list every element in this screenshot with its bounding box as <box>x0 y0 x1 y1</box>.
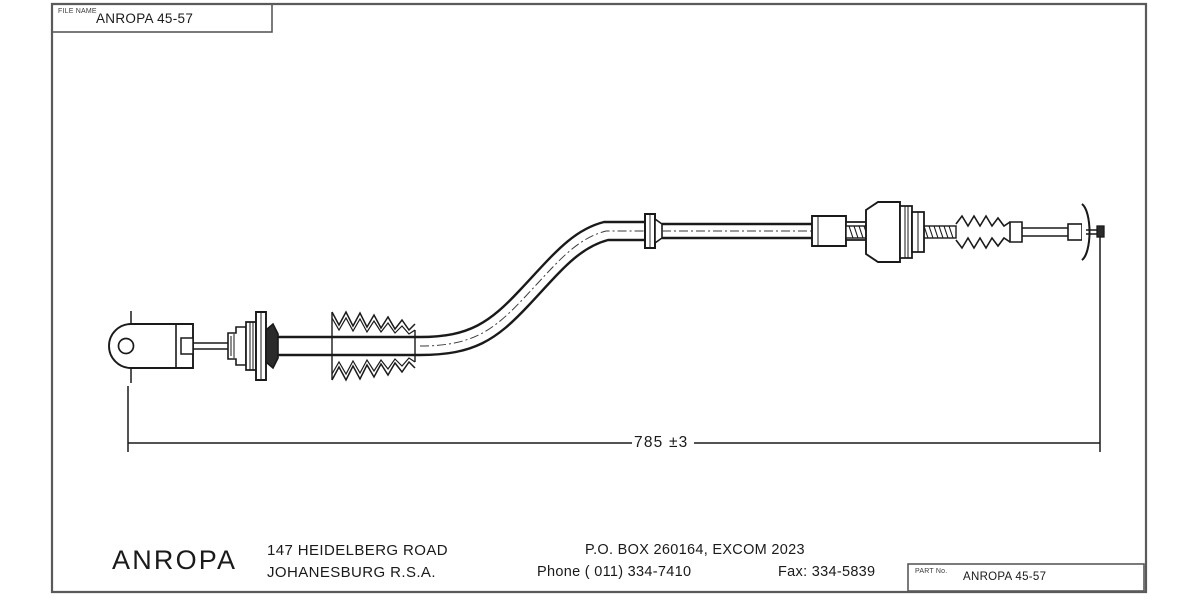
conical-spring-guard-left <box>331 310 416 382</box>
left-threaded-fitting-assembly <box>227 311 279 381</box>
overall-length-dimension-text: 785 ±3 <box>634 434 689 451</box>
right-bellows-boot <box>955 214 1023 250</box>
company-address-line2: JOHANESBURG R.S.A. <box>267 564 436 581</box>
left-inner-wire <box>193 342 228 350</box>
outer-conduit-s-curve <box>419 220 648 357</box>
part-no-value: ANROPA 45-57 <box>963 571 1047 583</box>
part-no-title-box <box>907 563 1145 592</box>
company-phone: Phone ( 011) 334-7410 <box>537 564 692 580</box>
company-address-line1: 147 HEIDELBERG ROAD <box>267 542 448 559</box>
file-name-label: FILE NAME <box>58 8 97 15</box>
company-fax: Fax: 334-5839 <box>778 564 876 580</box>
right-end-cone-fitting <box>1022 203 1105 261</box>
sheet-border <box>50 2 1148 594</box>
cable-adjuster-assembly <box>811 201 957 263</box>
file-name-title-box <box>51 3 273 33</box>
conduit-ferrule <box>644 213 663 249</box>
company-brand: ANROPA <box>112 545 238 575</box>
company-po-box: P.O. BOX 260164, EXCOM 2023 <box>585 542 805 558</box>
left-end-barrel-fitting <box>108 311 194 383</box>
overall-length-dimension <box>127 236 1101 452</box>
outer-conduit-left-straight <box>278 335 420 357</box>
outer-conduit-upper-straight <box>662 222 812 240</box>
file-name-value: ANROPA 45-57 <box>96 11 194 26</box>
part-no-label: PART No. <box>915 568 948 575</box>
